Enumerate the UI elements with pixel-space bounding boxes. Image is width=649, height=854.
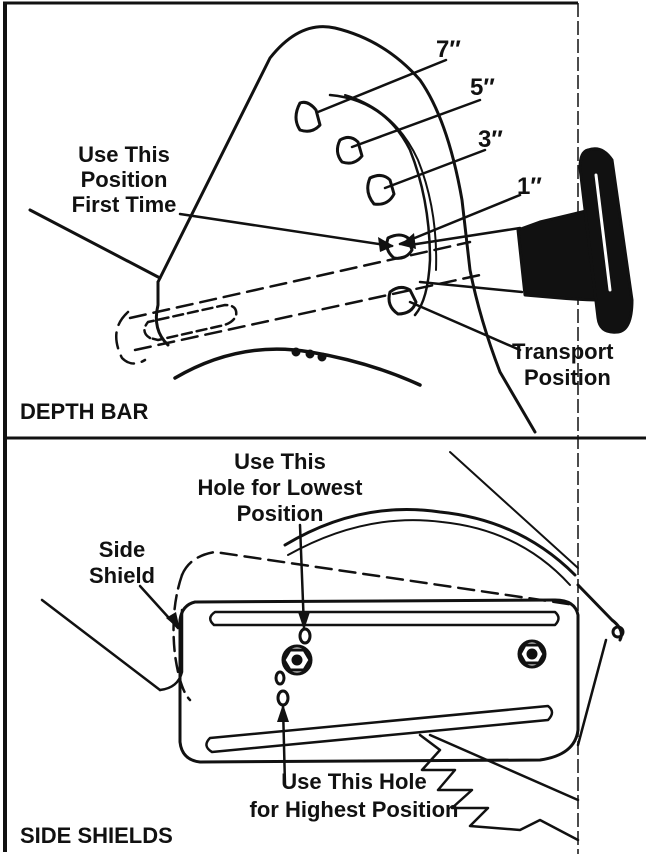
depth-label-1: 1″ [517,173,542,200]
first-time-label-line-3: First Time [71,192,177,217]
transport-label-line-2: Position [524,365,611,390]
hole-1-icon [385,233,414,260]
first-time-label-line-2: Position [80,167,168,192]
pin-shaft [408,226,524,294]
side-shield-drawing [40,451,625,842]
lower-slot [205,704,554,754]
hole-highest-icon [276,689,290,707]
depth-label-5: 5″ [470,74,495,101]
bolt-left-icon [281,644,313,676]
depth-leader-lines [178,58,522,352]
hole-lowest-icon [298,627,312,645]
side-shields-title: SIDE SHIELDS [20,823,173,848]
cutter-teeth [418,733,580,842]
lowest-label-line-1: Use This [234,449,326,474]
side-shield-label-line-1: Side [98,537,146,562]
lowest-label-line-3: Position [236,501,324,526]
depth-bar-dashed [115,240,482,365]
depth-label-3: 3″ [478,126,503,153]
shield-dashed-outline [180,550,577,607]
depth-rod-outline [28,208,162,280]
hole-7-icon [294,100,322,133]
bolt-right-icon [517,639,547,669]
depth-bar-title: DEPTH BAR [20,399,149,424]
depth-bar-drawing [28,25,634,434]
bar-end-slot [143,303,238,342]
highest-label-line-2: for Highest Position [249,797,459,822]
transport-label-line-1: Transport [512,339,614,364]
hole-transport-icon [387,285,418,316]
highest-label-line-1: Use This Hole [281,769,427,794]
lowest-label-line-2: Hole for Lowest [197,475,363,500]
hole-5-icon [335,135,364,165]
depth-bracket-plate [156,25,537,434]
side-shield-label-line-2: Shield [88,563,155,588]
rear-guard [283,507,577,577]
upper-slot [209,610,560,627]
depth-label-7: 7″ [436,36,461,63]
hole-3-icon [366,173,396,206]
first-time-label-line-1: Use This [78,142,170,167]
